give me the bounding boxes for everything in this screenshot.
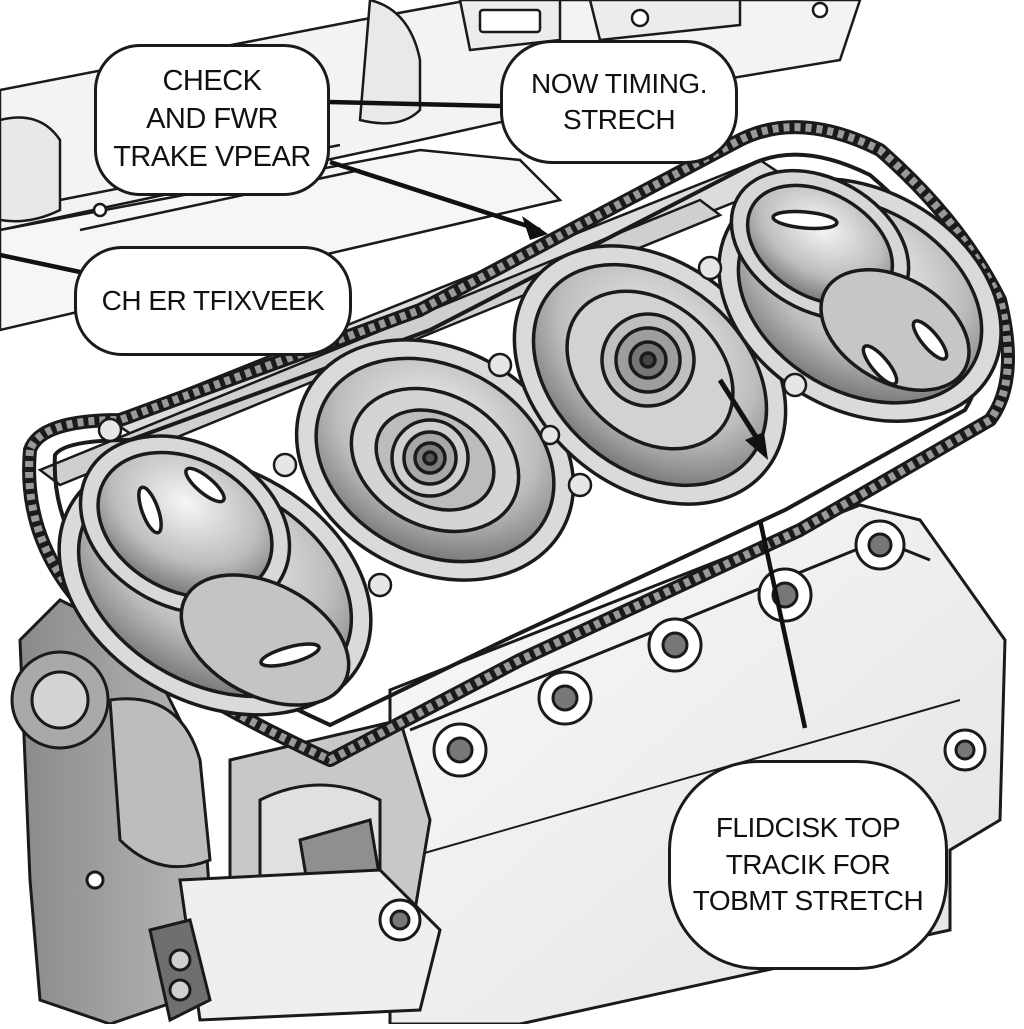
timing-cover	[10, 598, 442, 1026]
callout-line: AND FWR	[146, 103, 278, 136]
callout-timing-stretch: NOW TIMING. STRECH	[500, 40, 738, 164]
callout-line: TRAKE VPEAR	[113, 140, 311, 173]
camshaft-sprocket-3	[512, 244, 788, 506]
leader-lines	[0, 99, 808, 729]
chain-guide-bolts	[97, 255, 808, 598]
callout-line: NOW TIMING.	[531, 67, 707, 99]
callout-check-wear: CHECK AND FWR TRAKE VPEAR	[94, 44, 330, 196]
callout-track-stretch: FLIDCISK TOP TRACIK FOR TOBMT STRETCH	[668, 760, 948, 970]
callout-line: FLIDCISK TOP	[715, 812, 901, 844]
bolt-holes	[432, 519, 987, 778]
callout-line: TOBMT STRETCH	[692, 885, 924, 917]
arrow-icon	[522, 216, 768, 460]
callout-line: CH ER TFIXVEEK	[101, 284, 325, 316]
camshaft-sprocket-4	[717, 168, 1003, 423]
camshaft-sprocket-2	[294, 338, 576, 582]
camshaft-sprocket-1	[57, 434, 373, 717]
callout-line: TRACIK FOR	[725, 848, 891, 880]
callout-line: STRECH	[562, 104, 676, 135]
callout-fix-week: CH ER TFIXVEEK	[74, 246, 352, 356]
callout-line: CHECK	[162, 65, 262, 98]
